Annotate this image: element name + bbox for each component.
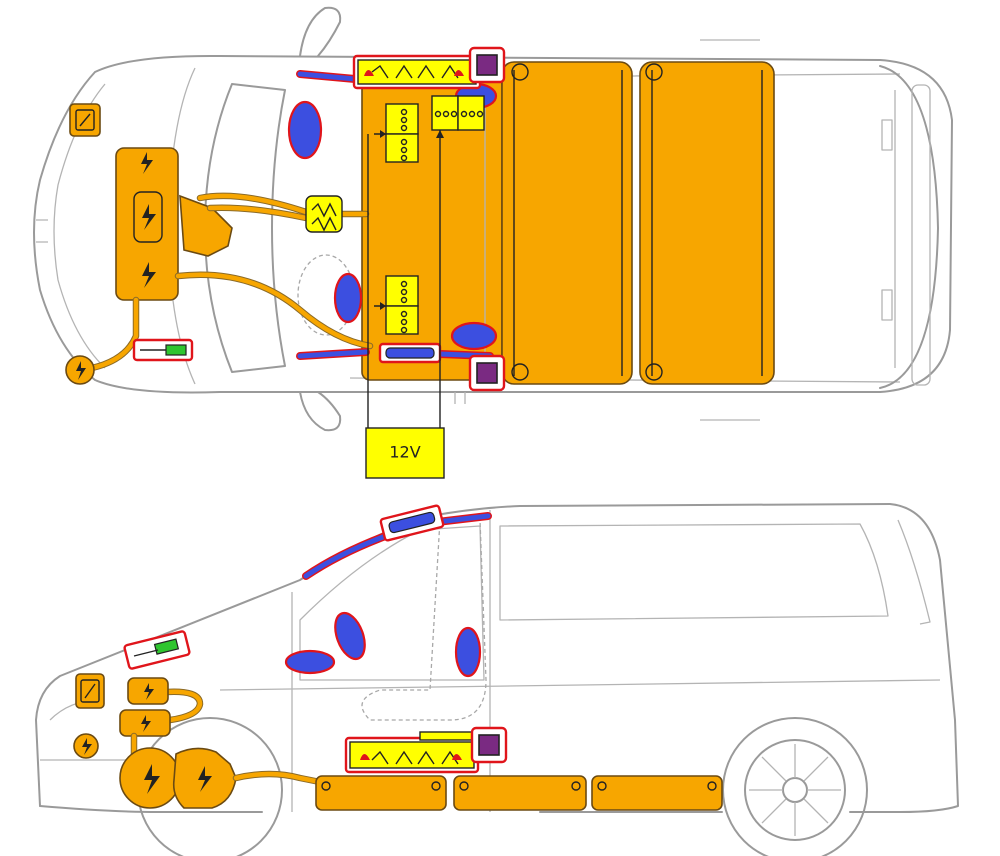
low-voltage-battery: 12V xyxy=(365,427,445,479)
airbag-icon xyxy=(454,626,482,678)
hv-battery-side xyxy=(315,775,723,811)
high-voltage-bolt-icon xyxy=(144,683,154,700)
seat-belt-buckle-modules xyxy=(374,95,485,335)
hv-cables-top xyxy=(88,192,374,372)
top-view: 12V xyxy=(33,6,953,479)
fuse-icon xyxy=(132,338,194,362)
hv-power-electronics-top xyxy=(115,147,233,301)
airbag-icon xyxy=(284,649,336,675)
high-voltage-bolt-icon xyxy=(76,361,86,380)
high-voltage-bolt-icon xyxy=(141,152,153,174)
high-voltage-bolt-icon xyxy=(142,262,156,288)
top-view-left-mirror xyxy=(299,6,342,57)
roof-gas-generator-side xyxy=(379,504,445,542)
hv-battery-top xyxy=(361,61,775,385)
airbag-icon xyxy=(287,100,323,160)
roof-gas-generator-top xyxy=(378,342,442,364)
side-view-rear-wheel xyxy=(744,739,846,841)
side-view xyxy=(35,503,959,856)
side-view-front-window xyxy=(299,525,485,681)
hv-charge-socket-top xyxy=(65,355,95,385)
high-voltage-bolt-icon xyxy=(82,738,92,755)
hv-components-side xyxy=(119,677,324,809)
fuse-icon xyxy=(123,630,191,670)
service-disconnect-icon xyxy=(69,103,101,137)
airbag-icon xyxy=(333,272,363,324)
side-view-side-window xyxy=(499,523,889,621)
hv-charge-socket-side xyxy=(73,733,99,759)
heater-icon xyxy=(305,195,343,233)
seatbelt-pretensioner-icon xyxy=(344,731,480,774)
seatbelt-pretensioner-icon xyxy=(352,54,482,90)
top-view-right-mirror xyxy=(299,391,342,432)
curtain-airbag-right xyxy=(297,349,369,359)
high-voltage-bolt-icon xyxy=(144,764,160,794)
gas-inflator-icon xyxy=(468,46,506,84)
gas-inflator-icon xyxy=(468,354,506,392)
high-voltage-bolt-icon xyxy=(198,766,212,792)
gas-inflator-icon xyxy=(470,726,508,764)
service-disconnect-icon xyxy=(75,673,105,709)
top-view-windshield xyxy=(204,83,286,373)
airbag-icon xyxy=(334,611,366,661)
battery-leader-lines xyxy=(367,130,441,430)
battery-voltage-label: 12V xyxy=(389,443,420,462)
airbag-icon xyxy=(450,321,498,351)
top-view-body-outline xyxy=(33,54,953,394)
high-voltage-bolt-icon xyxy=(142,204,156,230)
high-voltage-bolt-icon xyxy=(141,715,151,732)
